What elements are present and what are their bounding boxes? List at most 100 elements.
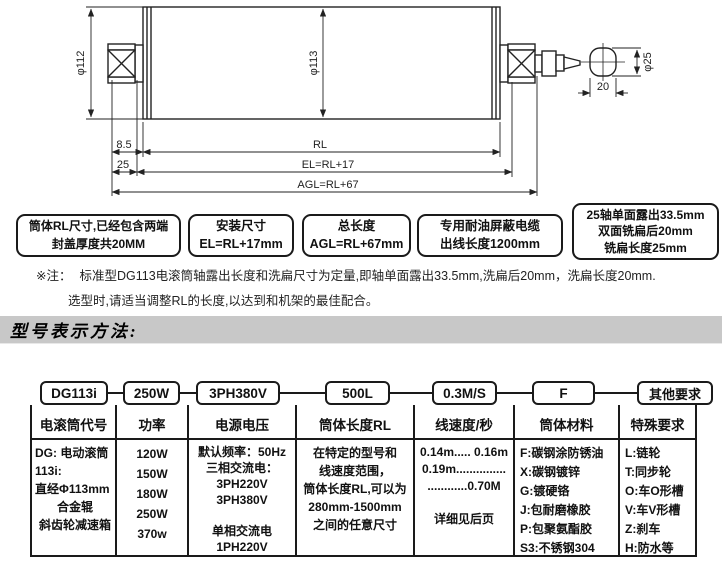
cell-line: F:碳钢涂防锈油 [520,446,604,460]
cell-line: 370w [137,527,167,541]
cell-line: 直经Φ113mm [35,482,110,496]
callout-total-length: 总长度 AGL=RL+67mm [302,214,411,257]
cell-line: J:包耐磨橡胶 [520,503,591,517]
cell-line [415,495,513,511]
dim-8-5-label: 8.5 [116,139,131,151]
cell-line: DG: 电动滚筒 [35,446,109,460]
cell-line: 筒体长度RL,可以为 [303,482,407,496]
dim-agl-label: AGL=RL+67 [297,179,358,191]
note-text-2: 选型时,请适当调整RL的长度,以达到和机架的最佳配合。 [68,294,379,308]
cell-line: O:车O形槽 [625,484,684,498]
cell-line: 113i: [35,464,62,478]
col-header-speed: 线速度/秒 [413,405,513,440]
callout-line: 双面铣扁后20mm [598,224,693,239]
section-header-bar: 型号表示方法: [0,316,722,344]
col-header-drum-code: 电滚筒代号 [30,405,115,440]
cell-line: T:同步轮 [625,465,671,479]
callout-drum-rl-size: 筒体RL尺寸,已经包含两端 封盖厚度共20MM [16,214,181,257]
cell-line: 1PH220V [216,540,268,554]
note-line-1: ※注： 标准型DG113电滚筒轴露出长度和洗扁尺寸为定量,即轴单面露出33.5mm… [36,265,656,284]
callout-line: 出线长度1200mm [439,236,541,251]
cell-line: 默认频率：50Hz [197,445,286,459]
section-title: 型号表示方法: [10,322,139,341]
cell-line: Z:刹车 [625,522,661,536]
callout-line: 筒体RL尺寸,已经包含两端 [28,219,169,234]
callout-line: 25轴单面露出33.5mm [586,208,705,223]
col-drum-code: DG: 电动滚筒 113i: 直经Φ113mm 合金辊 斜齿轮减速箱 [30,440,115,555]
model-code-box-length: 500L [325,381,390,405]
spec-table: 电滚筒代号 功率 电源电压 筒体长度RL 线速度/秒 筒体材料 特殊要求 DG:… [30,405,697,557]
callout-line: 铣扁长度25mm [604,240,687,255]
dim-25-label: 25 [117,159,129,171]
model-code-box-voltage: 3PH380V [196,381,280,405]
cell-line: 单相交流电 [211,524,272,538]
bearing-right-icon [499,43,536,84]
cable-gland-icon [534,50,581,77]
col-header-power: 功率 [115,405,187,440]
model-code-box-power: 250W [123,381,180,405]
col-header-voltage: 电源电压 [187,405,295,440]
callout-cable: 专用耐油屏蔽电缆 出线长度1200mm [417,214,563,257]
callout-line: 专用耐油屏蔽电缆 [439,218,540,233]
col-length: 在特定的型号和 线速度范围， 筒体长度RL,可以为 280mm-1500mm 之… [295,440,413,555]
cell-line: 3PH220V [216,477,268,491]
model-code-box-series: DG113i [40,381,108,405]
cell-line: 合金辊 [56,500,93,514]
dim-rl-label: RL [313,139,327,151]
cell-line: 线速度范围， [318,464,391,478]
note-line-2: 选型时,请适当调整RL的长度,以达到和机架的最佳配合。 [68,290,378,309]
dim-phi25-label: φ25 [642,52,654,71]
col-header-material: 筒体材料 [513,405,618,440]
dim-flat20-label: 20 [597,81,609,93]
dim-phi112-label: φ112 [75,51,87,76]
cell-line [189,508,295,523]
drum-endcap-lines [146,7,497,119]
bearing-left-icon [107,43,144,84]
cell-line: 120W [136,447,168,461]
cell-line: S3:不锈钢304 [520,541,595,555]
cell-line: 250W [136,507,168,521]
callout-shaft-flats: 25轴单面露出33.5mm 双面铣扁后20mm 铣扁长度25mm [572,203,719,260]
callout-line: AGL=RL+67mm [309,236,404,251]
col-power: 120W 150W 180W 250W 370w [115,440,187,555]
cell-line: 280mm-1500mm [308,500,402,514]
callout-line: 封盖厚度共20MM [51,236,146,251]
callout-line: 安装尺寸 [215,218,266,233]
drum-body [142,6,501,120]
cell-line: 详细见后页 [433,512,494,526]
cell-line: X:碳钢镀锌 [520,465,581,479]
col-speed: 0.14m..... 0.16m 0.19m............... ..… [413,440,513,555]
col-material: F:碳钢涂防锈油 X:碳钢镀锌 G:镀硬铬 J:包耐磨橡胶 P:包聚氨酯胶 S3… [513,440,618,555]
cell-line: 斜齿轮减速箱 [38,518,111,532]
cable-icon [563,56,581,70]
cell-line: 3PH380V [216,493,268,507]
cell-line: 180W [136,487,168,501]
model-code-box-material: F [532,381,595,405]
col-header-special: 特殊要求 [618,405,697,440]
cross-section-centerlines [581,43,625,81]
cell-line: 三相交流电： [205,461,278,475]
callout-mounting-size: 安装尺寸 EL=RL+17mm [188,214,294,257]
cell-line: 0.19m............... [421,462,507,476]
dim-phi113-label: φ113 [308,51,320,76]
cell-line: G:镀硬铬 [520,484,570,498]
cell-line: P:包聚氨酯胶 [520,522,593,536]
note-text-1: 标准型DG113电滚筒轴露出长度和洗扁尺寸为定量,即轴单面露出33.5mm,洗扁… [79,269,656,283]
col-special: L:链轮 T:同步轮 O:车O形槽 V:车V形槽 Z:刹车 H:防水等 [618,440,697,555]
model-code-box-other: 其他要求 [637,381,713,405]
note-label: ※注： [36,269,72,283]
cell-line: 150W [136,467,168,481]
model-code-box-speed: 0.3M/S [432,381,497,405]
technical-drawing: φ112 φ113 φ25 20 8.5 RL 25 EL=RL+17 AGL=… [75,6,654,196]
cell-line: 之间的任意尺寸 [312,518,397,532]
cell-line: H:防水等 [625,541,674,555]
cell-line: L:链轮 [625,446,661,460]
callout-line: EL=RL+17mm [199,236,283,251]
cell-line: 0.14m..... 0.16m [419,445,509,459]
col-voltage: 默认频率：50Hz 三相交流电： 3PH220V 3PH380V 单相交流电 1… [187,440,295,555]
cell-line: 在特定的型号和 [312,446,397,460]
col-header-length: 筒体长度RL [295,405,413,440]
cell-line: ............0.70M [427,479,501,493]
callout-line: 总长度 [337,218,376,233]
